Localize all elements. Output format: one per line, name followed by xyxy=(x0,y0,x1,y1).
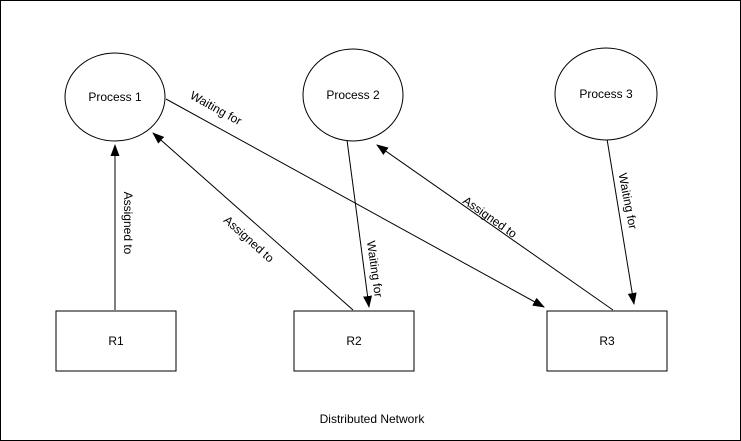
process-2-node xyxy=(302,48,404,142)
edge-r3-to-process2 xyxy=(376,144,614,311)
resource-r1-node xyxy=(55,310,177,372)
edge-process3-to-r3 xyxy=(606,138,637,305)
process-2-label: Process 2 xyxy=(326,88,380,102)
process-3-node xyxy=(554,47,658,141)
resource-r1-label: R1 xyxy=(108,334,124,348)
process-node-group: Process 1 Process 2 Process 3 xyxy=(64,47,658,142)
edge-label-p1-waiting-for: Waiting for xyxy=(188,88,245,128)
edge-label-p3-waiting-for: Waiting for xyxy=(616,172,641,231)
process-1-label: Process 1 xyxy=(88,90,142,104)
resource-r3-label: R3 xyxy=(599,334,615,348)
edge-label-r1-assigned-to: Assigned to xyxy=(121,192,135,255)
edge-label-r3-assigned-to: Assigned to xyxy=(460,193,520,241)
process-1-node xyxy=(64,52,166,142)
resource-r2-label: R2 xyxy=(346,334,362,348)
edge-process2-to-r2 xyxy=(346,139,373,308)
diagram-caption: Distributed Network xyxy=(320,412,426,426)
resource-r3-node xyxy=(546,310,668,372)
edge-r2-to-process1 xyxy=(152,132,354,311)
edge-group xyxy=(110,98,637,311)
process-3-label: Process 3 xyxy=(579,87,633,101)
resource-r2-node xyxy=(293,310,415,372)
resource-node-group: R1 R2 R3 xyxy=(55,310,668,372)
edge-label-r2-assigned-to: Assigned to xyxy=(221,213,277,266)
